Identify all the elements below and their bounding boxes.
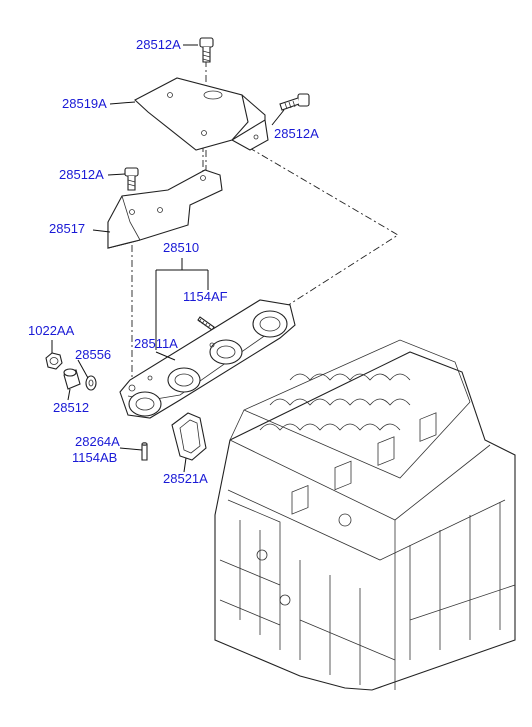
pin-28264A[interactable] — [141, 442, 148, 461]
exhaust-manifold-28511A[interactable] — [119, 299, 296, 419]
nut-1022AA[interactable] — [45, 352, 63, 370]
label-28519A[interactable]: 28519A — [62, 96, 107, 111]
gasket-28521A[interactable] — [171, 412, 207, 461]
label-28512[interactable]: 28512 — [53, 400, 90, 415]
heat-shield-28517[interactable] — [107, 169, 223, 249]
label-28510[interactable]: 28510 — [163, 240, 200, 255]
label-28521A[interactable]: 28521A — [163, 471, 208, 486]
engine-cylinder-block — [214, 339, 516, 691]
bolt-28512A-top[interactable] — [199, 37, 214, 63]
label-28517[interactable]: 28517 — [49, 221, 86, 236]
leader-lines — [51, 44, 285, 473]
label-1154AF[interactable]: 1154AF — [183, 289, 228, 304]
label-28264A[interactable]: 28264A — [75, 434, 120, 449]
label-1022AA[interactable]: 1022AA — [28, 323, 75, 338]
label-28512A-top[interactable]: 28512A — [136, 37, 181, 52]
label-1154AB[interactable]: 1154AB — [72, 450, 118, 465]
label-28556[interactable]: 28556 — [75, 347, 112, 362]
bolt-28512A-right[interactable] — [279, 93, 310, 111]
bolt-28512A-left[interactable] — [124, 167, 139, 191]
stud-1154AF[interactable] — [197, 316, 215, 331]
bracket-28519A[interactable] — [134, 77, 269, 151]
washer-28556[interactable] — [85, 375, 97, 391]
label-28512A-left[interactable]: 28512A — [59, 167, 104, 182]
spacer-28512[interactable] — [63, 368, 81, 390]
label-28512A-right[interactable]: 28512A — [274, 126, 319, 141]
label-28511A[interactable]: 28511A — [134, 336, 178, 351]
